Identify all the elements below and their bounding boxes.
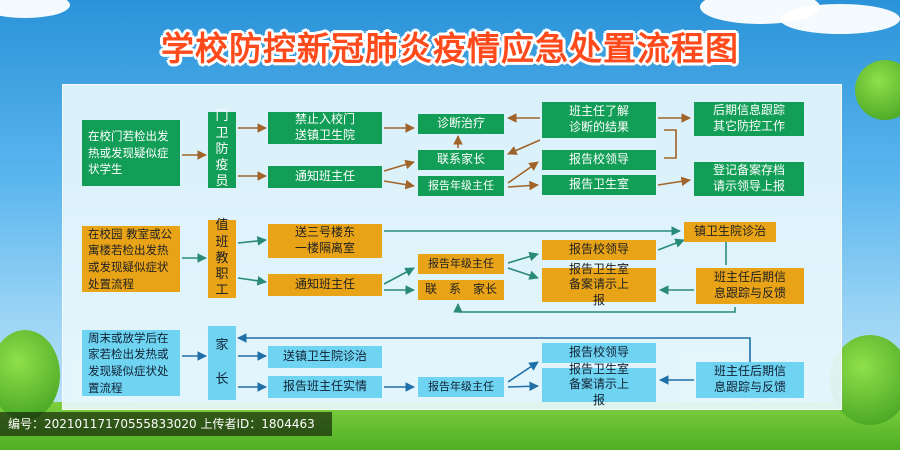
step-report-grade: 报告年级主任 [418,377,504,397]
step-ban-entry: 禁止入校门送镇卫生院 [268,112,382,144]
step-report-leader: 报告校领导 [542,240,656,260]
start-box-gate: 在校门若检出发热或发现疑似症状学生 [82,120,180,186]
step-report-leader: 报告校领导 [542,150,656,170]
cloud [780,4,900,34]
step-followup: 后期信息跟踪其它防控工作 [694,102,804,136]
start-box-campus: 在校园 教室或公寓楼若检出发热或发现疑似症状处置流程 [82,226,180,292]
step-report-grade: 报告年级主任 [418,254,504,274]
tree [0,330,60,420]
step-town-clinic: 镇卫生院诊治 [684,222,776,242]
page-title: 学校防控新冠肺炎疫情应急处置流程图 [161,29,739,68]
step-notify-teacher: 通知班主任 [268,166,382,188]
step-understand-result: 班主任了解诊断的结果 [542,102,656,138]
tree [855,60,900,120]
role-box-parent: 家长 [208,326,236,400]
step-contact-parent: 联系家长 [418,150,504,170]
start-box-home: 周末或放学后在家若检出发热或发现疑似症状处置流程 [82,330,180,396]
step-contact-parent: 联 系 家长 [418,280,504,300]
step-diagnose: 诊断治疗 [418,114,504,134]
step-send-clinic: 送镇卫生院诊治 [268,346,382,368]
step-report-grade: 报告年级主任 [418,176,504,196]
cloud [0,0,70,18]
role-box-gate-guard: 门卫防疫员 [208,109,236,189]
step-report-health: 报告卫生室 [542,175,656,195]
step-isolation-room: 送三号楼东一楼隔离室 [268,224,382,258]
role-box-duty-staff: 值班教职工 [208,218,236,298]
step-followup: 班主任后期信息跟踪与反馈 [696,268,804,304]
step-report-teacher: 报告班主任实情 [268,376,382,398]
image-id-footer: 编号：20210117170555833020 上传者ID：1804463 [0,412,332,436]
step-register: 登记备案存档请示领导上报 [694,162,804,196]
step-report-leader: 报告校领导 [542,343,656,363]
step-followup: 班主任后期信息跟踪与反馈 [696,362,804,398]
step-report-health: 报告卫生室备案请示上报 [542,262,656,307]
step-notify-teacher: 通知班主任 [268,274,382,296]
step-report-health: 报告卫生室备案请示上报 [542,362,656,407]
